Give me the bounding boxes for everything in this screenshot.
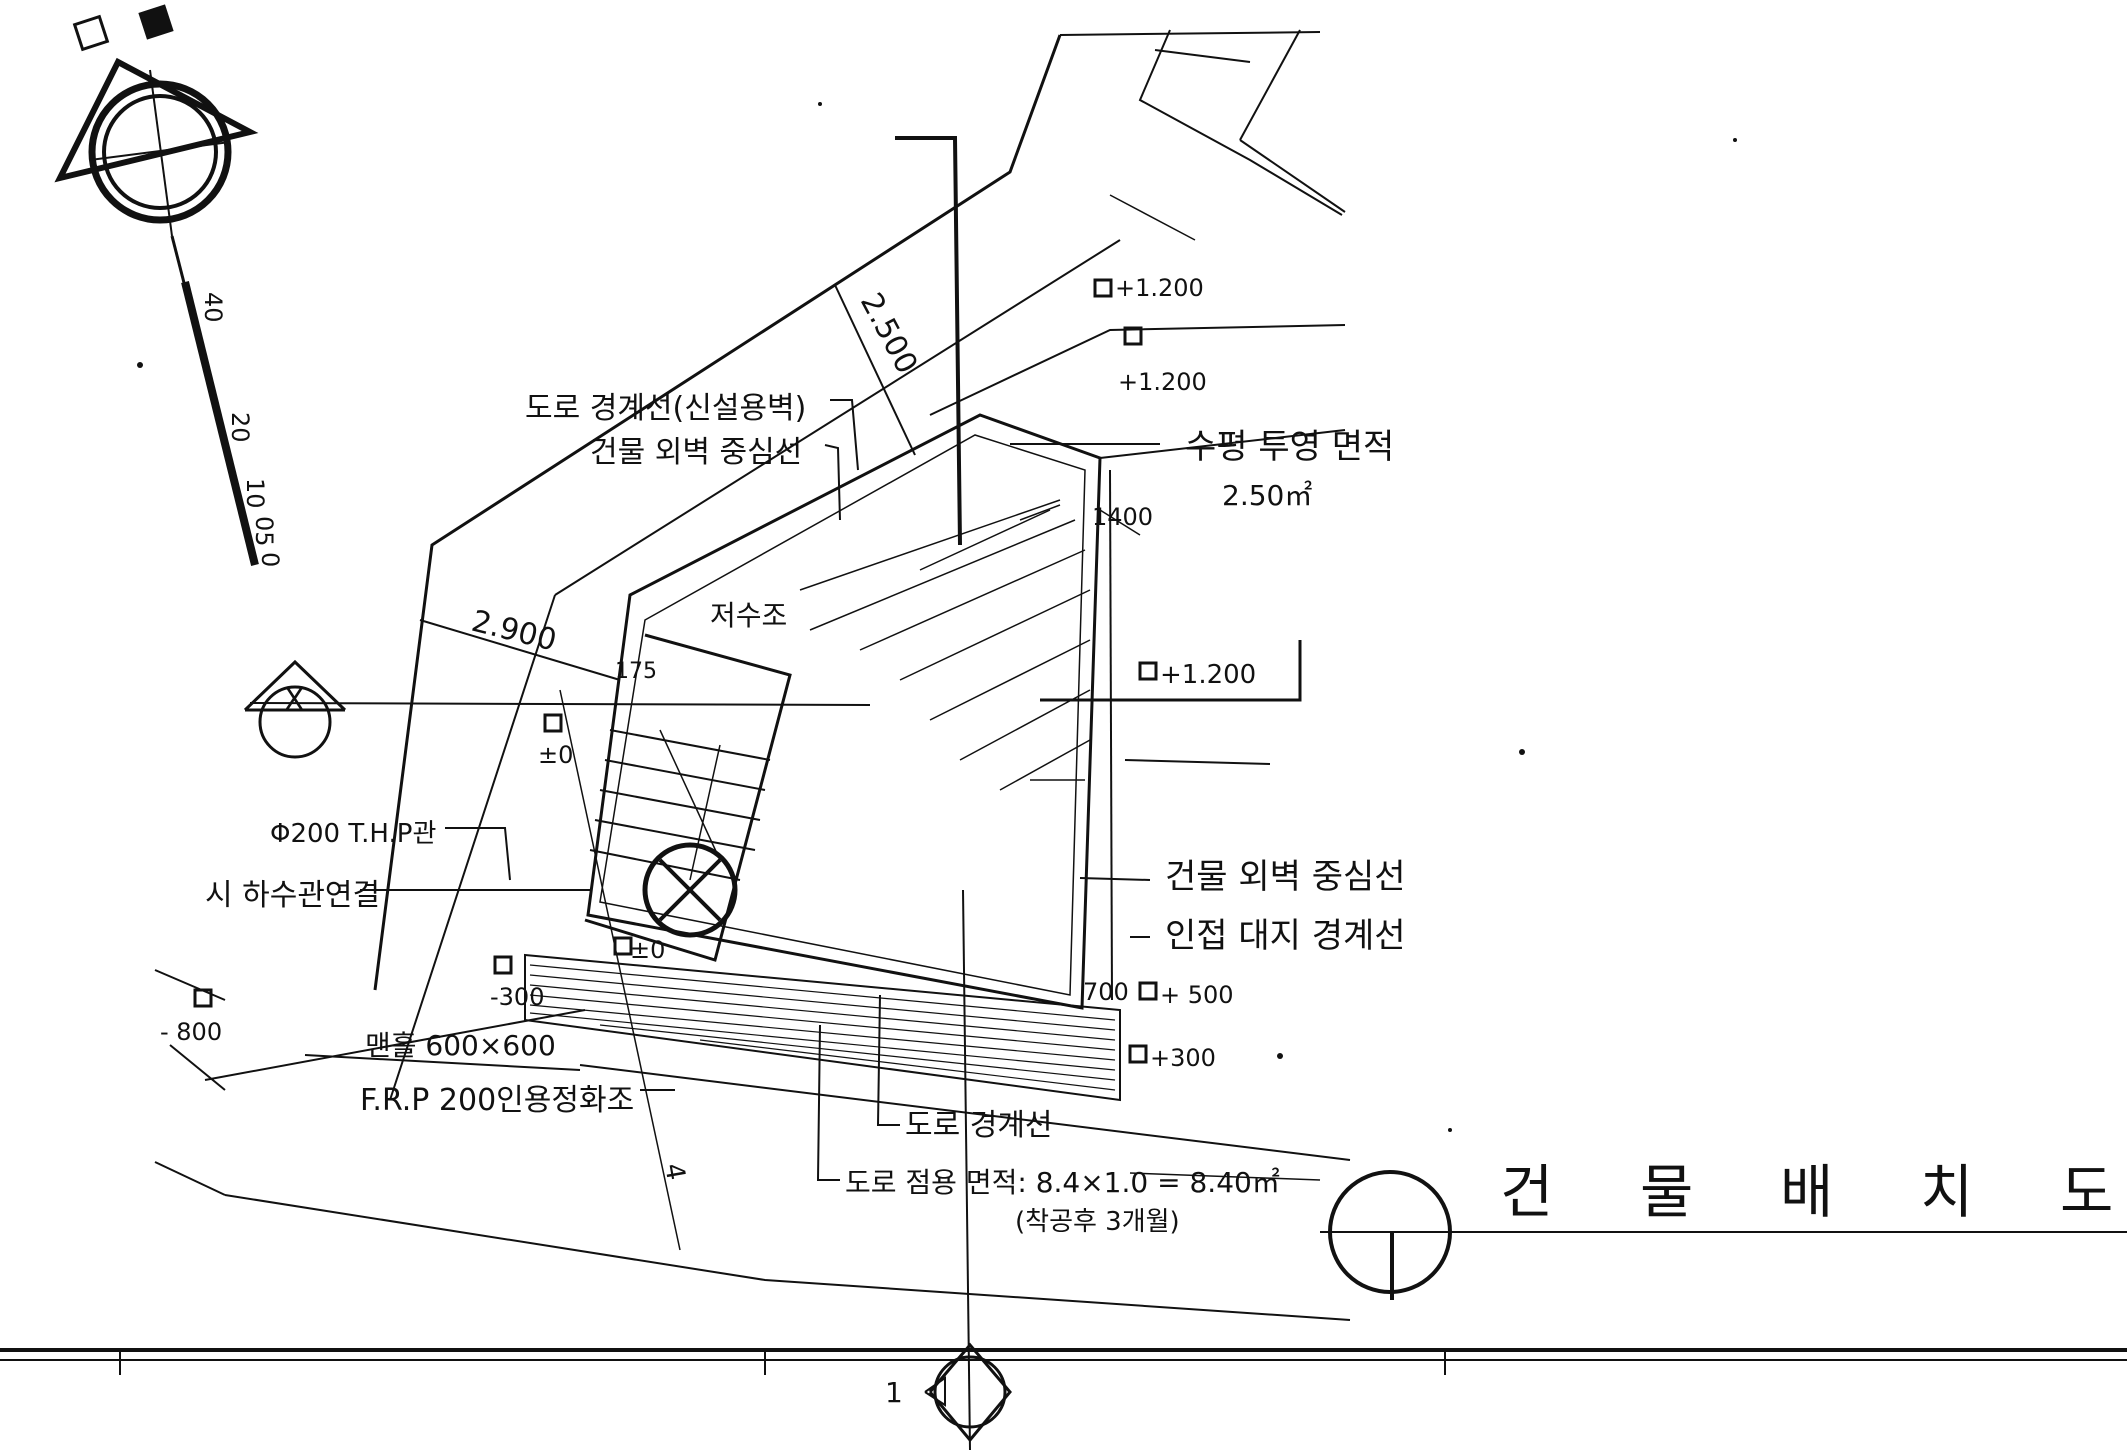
title-char-4: 치 xyxy=(1920,1158,1973,1226)
section-marker-x-label: X xyxy=(284,683,305,718)
note-frp-tank: F.R.P 200인용정화조 xyxy=(360,1083,634,1118)
ink-specks xyxy=(137,102,1737,1132)
title-char-5: 도 xyxy=(2060,1158,2113,1226)
road-lines xyxy=(154,29,1351,1321)
note-sign-size: 맨홀 600×600 xyxy=(365,1029,556,1062)
projection-area-hatch xyxy=(799,499,1091,791)
title-char-3: 배 xyxy=(1780,1158,1833,1226)
level-minus-300: -300 xyxy=(490,983,544,1011)
note-occupation-period: (착공후 3개월) xyxy=(1015,1207,1180,1237)
water-tank-and-stair xyxy=(584,633,792,962)
note-adjacent-site-boundary: 인접 대지 경계선 xyxy=(1165,916,1406,956)
dimension-700: 700 xyxy=(1083,978,1129,1006)
note-pipe-spec: Φ200 T.H.P관 xyxy=(270,819,436,849)
north-arrow-icon xyxy=(54,4,259,561)
level-top-1: +1.200 xyxy=(1115,274,1204,302)
scale-tick-05: 05 xyxy=(250,516,278,547)
level-zero-1: ±0 xyxy=(538,741,573,769)
title-char-1: 건 xyxy=(1500,1158,1553,1226)
note-road-occupation: 도로 점용 면적: 8.4×1.0 = 8.40㎡ xyxy=(845,1166,1280,1199)
dimension-2900: 2.900 xyxy=(468,604,560,659)
section-lines xyxy=(249,136,1302,1450)
leader-lines xyxy=(360,399,1321,1181)
dimension-4: 4 xyxy=(658,1161,690,1183)
note-road-boundary: 도로 경계선 xyxy=(905,1108,1053,1143)
level-marker-icons xyxy=(193,278,1158,1064)
section-marker-bottom: 1 xyxy=(885,1342,1012,1443)
note-sewer-connection: 시 하수관연결 xyxy=(205,878,380,913)
level-mid: +1.200 xyxy=(1160,660,1256,690)
dimension-175: 175 xyxy=(615,659,657,684)
level-minus-800: - 800 xyxy=(160,1018,222,1046)
note-horizontal-projection-value: 2.50㎡ xyxy=(1222,479,1312,512)
title-char-2: 물 xyxy=(1640,1158,1693,1226)
level-plus-500: + 500 xyxy=(1160,981,1234,1009)
level-zero-2: ±0 xyxy=(630,936,665,964)
building-outline xyxy=(586,324,1346,1010)
note-horizontal-projection-area: 수평 투영 면적 xyxy=(1185,427,1394,467)
drawing-title: 건 물 배 치 도 xyxy=(1500,1158,2113,1226)
scale-bar: 40 20 10 05 0 xyxy=(181,281,284,567)
section-marker-x: X xyxy=(243,659,347,759)
note-building-wall-center-right: 건물 외벽 중심선 xyxy=(1165,857,1406,897)
road-occupation-strip xyxy=(524,953,1121,1102)
section-marker-bottom-label: 1 xyxy=(885,1376,903,1409)
note-building-wall-center-top: 건물 외벽 중심선 xyxy=(590,435,802,470)
scale-tick-20: 20 xyxy=(226,412,254,443)
dimension-1400: 1400 xyxy=(1092,503,1153,531)
note-road-boundary-existing: 도로 경계선(신설용벽) xyxy=(525,391,806,426)
dimension-2500: 2.500 xyxy=(853,287,924,379)
scale-tick-10: 10 xyxy=(241,478,269,509)
level-top-2: +1.200 xyxy=(1118,368,1207,396)
scale-tick-0: 0 xyxy=(256,552,284,567)
title-marker xyxy=(1320,1170,2127,1300)
level-plus-300: +300 xyxy=(1150,1044,1216,1072)
scale-tick-40: 40 xyxy=(199,292,227,323)
note-water-tank: 저수조 xyxy=(710,599,787,632)
sheet-border xyxy=(0,1348,2127,1375)
